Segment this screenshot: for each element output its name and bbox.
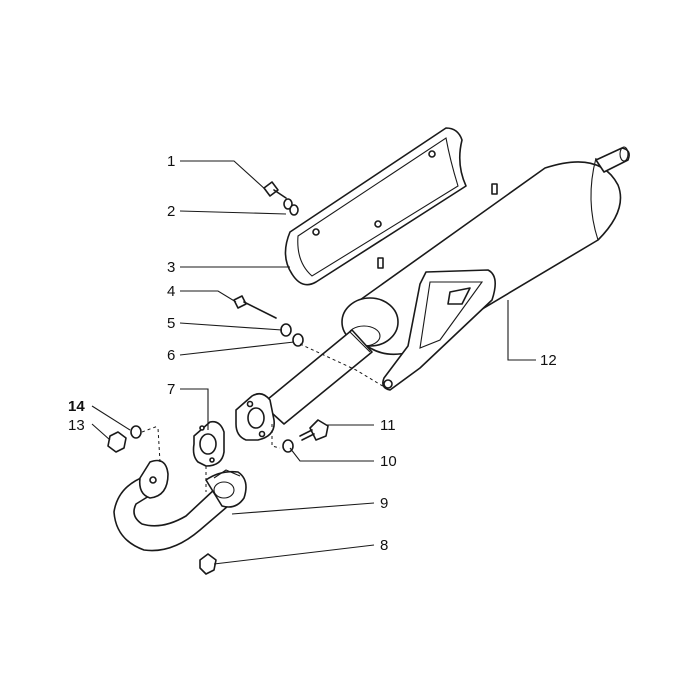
callout-13: 13 [68, 417, 85, 434]
muffler-bracket [382, 269, 496, 391]
callout-12: 12 [540, 352, 557, 369]
callout-8: 8 [380, 537, 388, 554]
hardware [107, 181, 329, 575]
heat-shield [284, 127, 467, 286]
assembly-lines [141, 343, 387, 492]
callout-4: 4 [167, 283, 175, 300]
callout-9: 9 [380, 495, 388, 512]
callout-6: 6 [167, 347, 175, 364]
callout-3: 3 [167, 259, 175, 276]
leader-lines [91, 160, 536, 565]
pipe-flange [235, 392, 275, 441]
callout-11: 11 [380, 417, 396, 434]
callout-14: 14 [68, 398, 85, 415]
callout-1: 1 [167, 153, 175, 170]
callout-7: 7 [167, 381, 175, 398]
exhaust-gasket [192, 420, 225, 467]
callouts: 1 2 3 4 5 6 7 14 13 11 10 9 8 12 [68, 153, 557, 554]
callout-2: 2 [167, 203, 175, 220]
callout-5: 5 [167, 315, 175, 332]
callout-10: 10 [380, 453, 397, 470]
manifold-pipe [113, 459, 247, 552]
